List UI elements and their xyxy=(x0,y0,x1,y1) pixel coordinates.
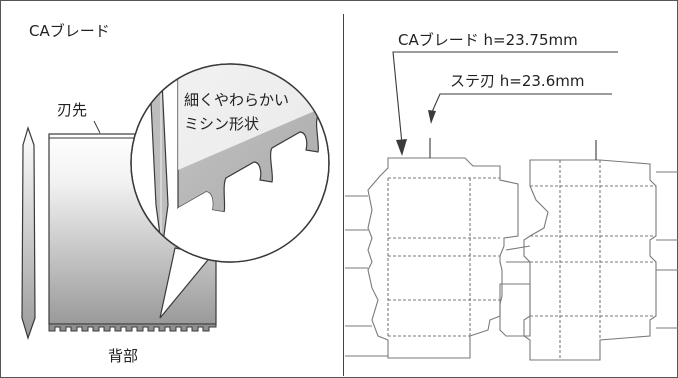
steel-blade-arrowhead xyxy=(428,110,436,124)
label-blade-back: 背部 xyxy=(108,347,139,365)
label-blade-tip: 刃先 xyxy=(57,101,88,119)
left-panel-title: CAブレード xyxy=(29,22,110,40)
tip-leader-line xyxy=(93,120,101,134)
panel-divider xyxy=(343,14,344,376)
steel-blade-leader xyxy=(431,93,612,113)
label-ca-blade-height: CAブレード h=23.75mm xyxy=(398,31,578,49)
blade-edge-profile xyxy=(21,126,36,340)
ca-blade-leader xyxy=(392,51,618,145)
label-steel-blade-height: ステ刃 h=23.6mm xyxy=(450,72,585,90)
ca-blade-arrowhead xyxy=(396,139,407,156)
blade-back-serration xyxy=(48,323,217,332)
label-serration-line2: ミシン形状 xyxy=(184,115,260,133)
label-serration-line1: 細くやわらかい xyxy=(184,91,290,109)
box-dielines xyxy=(345,138,678,361)
